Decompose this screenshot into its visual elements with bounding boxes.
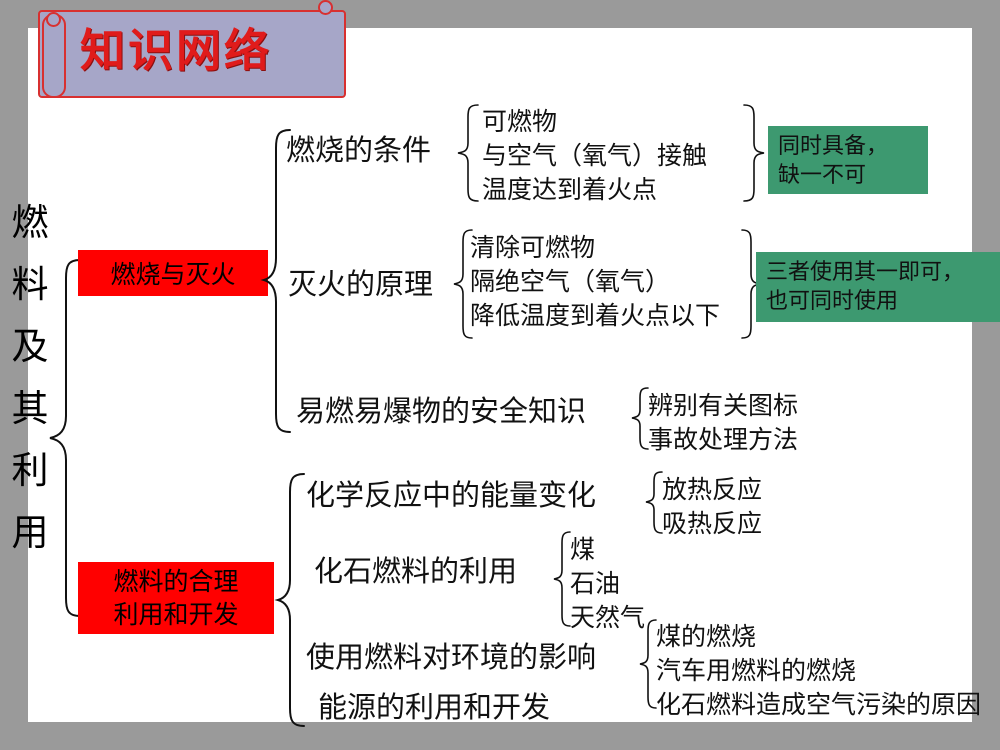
root-label-vertical: 燃 料 及 其 利 用	[8, 192, 52, 564]
fuel-environment-impact-brace	[639, 619, 657, 709]
note-combustion-conditions: 同时具备， 缺一不可	[768, 126, 928, 194]
node-energy-change: 化学反应中的能量变化	[306, 476, 596, 514]
combustion-brace	[260, 129, 291, 433]
principle-item-2: 隔绝空气（氧气）	[470, 267, 671, 296]
note2-line-1: 三者使用其一即可，	[766, 260, 965, 285]
note-line-1: 同时具备，	[778, 134, 889, 159]
fossil-item-3: 天然气	[570, 603, 646, 632]
principle-item-3: 降低温度到着火点以下	[470, 301, 721, 330]
impact-item-1: 煤的燃烧	[656, 622, 757, 651]
fossil-fuel-use-brace	[553, 531, 571, 627]
title-banner	[38, 10, 346, 98]
safety-item-2: 事故处理方法	[648, 425, 799, 454]
node-energy-development-label: 能源的利用和开发	[318, 690, 551, 724]
node-energy-development: 能源的利用和开发	[318, 688, 550, 726]
fossil-item-1: 煤	[570, 535, 596, 564]
node-extinguish-principle-items: 清除可燃物 隔绝空气（氧气） 降低温度到着火点以下	[470, 231, 720, 333]
fuel-brace	[274, 473, 305, 727]
node-energy-change-items: 放热反应 吸热反应	[662, 473, 762, 541]
root-char-1: 燃	[11, 201, 49, 244]
node-combustion-conditions-items: 可燃物 与空气（氧气）接触 温度达到着火点	[482, 105, 707, 207]
node-flammable-safety: 易燃易爆物的安全知识	[296, 392, 586, 430]
node-fuel-environment-impact-label: 使用燃料对环境的影响	[306, 640, 597, 674]
node-fuel-environment-impact-items: 煤的燃烧 汽车用燃料的燃烧 化石燃料造成空气污染的原因	[656, 620, 981, 722]
impact-item-3: 化石燃料造成空气污染的原因	[656, 690, 982, 719]
safety-item-1: 辨别有关图标	[648, 391, 799, 420]
root-char-2: 料	[11, 263, 49, 306]
banner-curl-left-icon	[46, 12, 61, 27]
node-extinguish-principle: 灭火的原理	[288, 265, 433, 303]
node-extinguish-principle-label: 灭火的原理	[288, 267, 434, 301]
condition-item-2: 与空气（氧气）接触	[482, 141, 708, 170]
banner-scroll-roll-icon	[42, 14, 66, 98]
node-energy-change-label: 化学反应中的能量变化	[306, 478, 597, 512]
flammable-safety-brace	[631, 387, 649, 450]
impact-item-2: 汽车用燃料的燃烧	[656, 656, 857, 685]
node-fuel-environment-impact: 使用燃料对环境的影响	[306, 638, 596, 676]
node-fossil-fuel-use: 化石燃料的利用	[314, 552, 517, 590]
root-char-3: 及	[11, 325, 49, 368]
combustion-conditions-brace	[457, 104, 479, 202]
node-fuel-box[interactable]: 燃料的合理 利用和开发	[78, 562, 274, 634]
node-flammable-safety-items: 辨别有关图标 事故处理方法	[648, 389, 798, 457]
energy-change-brace	[645, 471, 663, 534]
energy-item-2: 吸热反应	[662, 509, 763, 538]
node-combustion-label: 燃烧与灭火	[110, 260, 236, 289]
root-brace	[49, 259, 81, 617]
root-char-5: 利	[11, 449, 49, 492]
principle-item-1: 清除可燃物	[470, 233, 596, 262]
node-fuel-label-line-1: 燃料的合理	[113, 567, 239, 596]
note-line-2: 缺一不可	[778, 163, 867, 188]
combustion-conditions-note-brace	[743, 104, 765, 202]
node-combustion-conditions: 燃烧的条件	[286, 131, 431, 169]
energy-item-1: 放热反应	[662, 475, 763, 504]
extinguish-principle-brace	[453, 229, 473, 339]
root-char-6: 用	[11, 511, 49, 554]
page-title: 知识网络	[80, 24, 273, 77]
node-fossil-fuel-use-label: 化石燃料的利用	[314, 554, 518, 588]
node-combustion-box[interactable]: 燃烧与灭火	[78, 250, 268, 296]
fossil-item-2: 石油	[570, 569, 621, 598]
node-combustion-conditions-label: 燃烧的条件	[286, 133, 432, 167]
node-flammable-safety-label: 易燃易爆物的安全知识	[296, 394, 587, 428]
note-extinguish-principle: 三者使用其一即可， 也可同时使用	[756, 252, 1000, 322]
node-fuel-label-line-2: 利用和开发	[113, 600, 239, 629]
banner-curl-right-icon	[318, 0, 333, 15]
condition-item-1: 可燃物	[482, 107, 558, 136]
note2-line-2: 也可同时使用	[766, 289, 899, 314]
node-fossil-fuel-use-items: 煤 石油 天然气	[570, 533, 645, 635]
root-char-4: 其	[11, 387, 49, 430]
condition-item-3: 温度达到着火点	[482, 175, 658, 204]
